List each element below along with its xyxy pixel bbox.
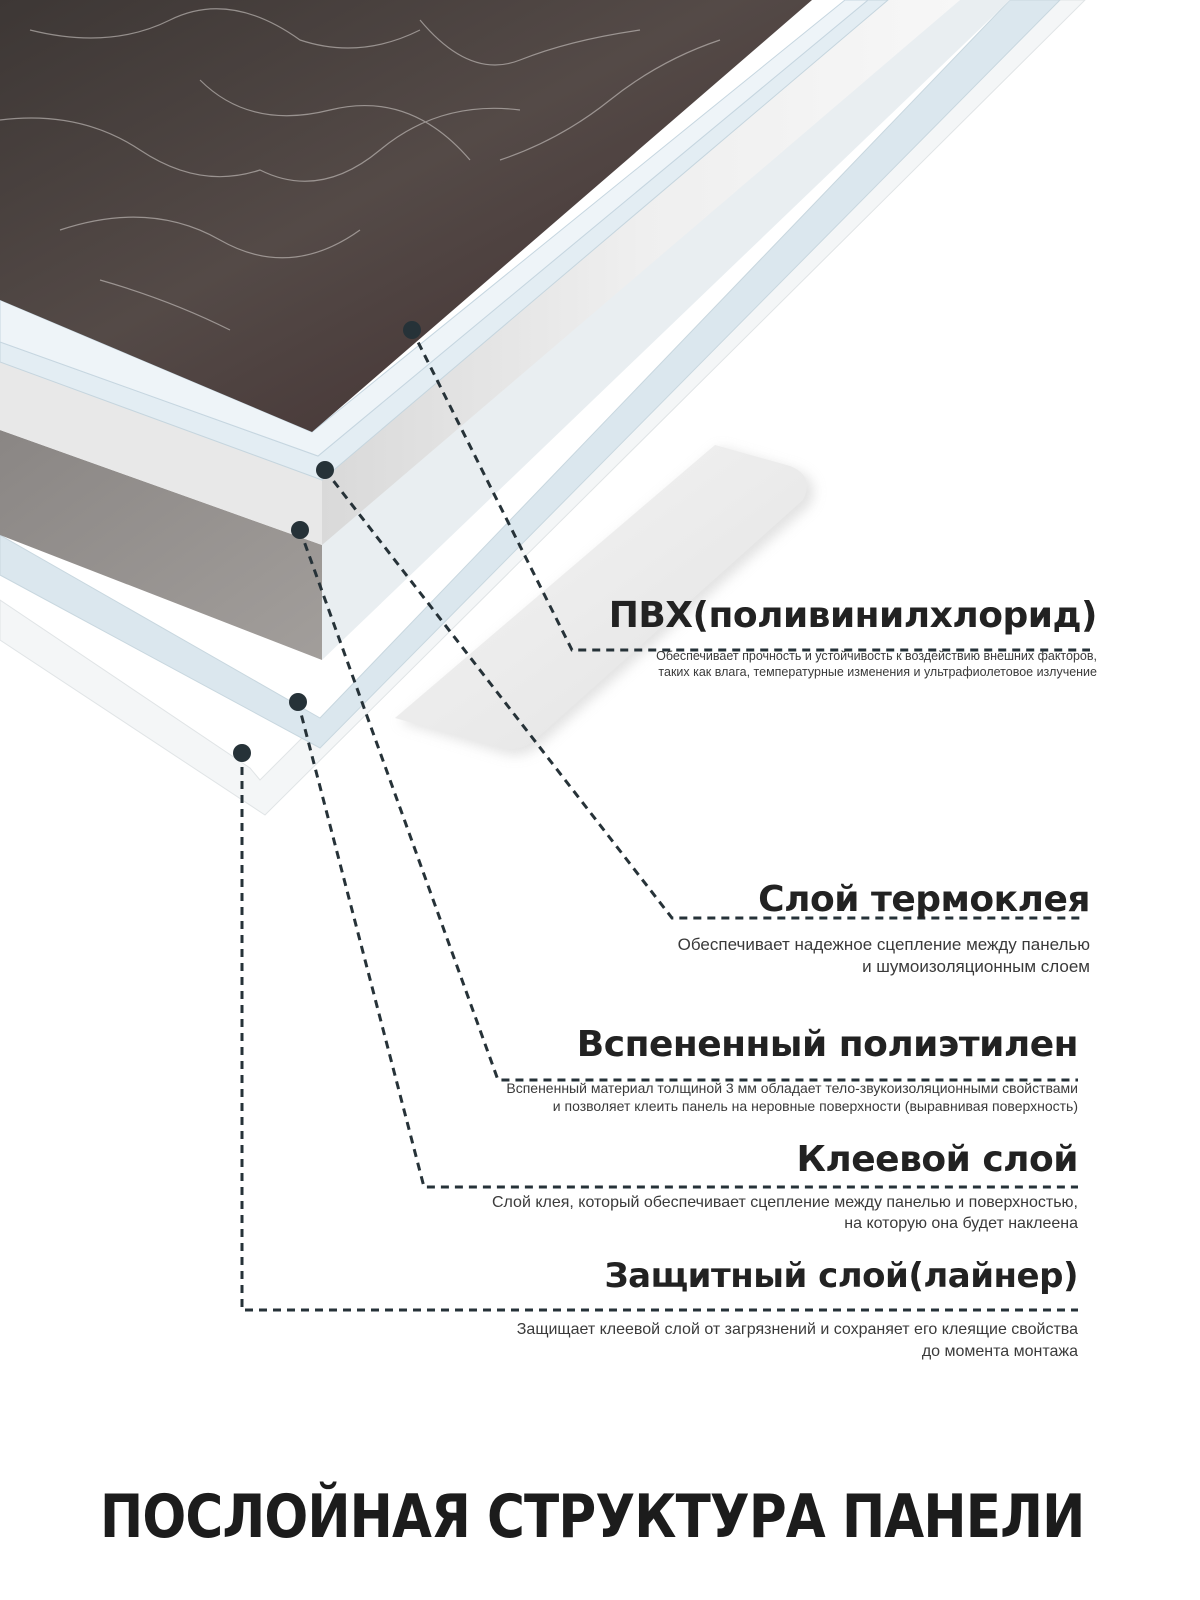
marble-veins	[0, 8, 721, 331]
leader-foam	[298, 529, 1078, 1082]
layer-desc-line: Слой клея, который обеспечивает сцеплени…	[491, 1193, 1078, 1211]
leader-lines	[240, 329, 1090, 1312]
marker-dots	[233, 321, 421, 762]
layer-desc-pvc: Обеспечивает прочность и устойчивость к …	[609, 648, 1097, 681]
leader-hotmelt	[323, 469, 1085, 920]
layer-desc-foam: Вспененный материал толщиной 3 мм облада…	[506, 1079, 1078, 1116]
leader-liner	[240, 753, 1078, 1312]
marker-dot-glue	[289, 693, 307, 711]
layer-desc-line: на которую она будет наклеена	[844, 1214, 1078, 1232]
marker-dot-liner	[233, 744, 251, 762]
layer-label-foam: Вспененный полиэтилен Вспененный материа…	[506, 1025, 1078, 1116]
page-title: ПОСЛОЙНАЯ СТРУКТУРА ПАНЕЛИ	[100, 1482, 1085, 1552]
layer-label-glue: Клеевой слой Слой клея, который обеспечи…	[492, 1139, 1079, 1234]
layer-desc-line: и позволяет клеить панель на неровные по…	[552, 1098, 1078, 1115]
marble-surface	[0, 0, 812, 432]
layer-desc-hotmelt: Обеспечивает надежное сцепление между па…	[678, 934, 1090, 979]
layer-title-foam: Вспененный полиэтилен	[576, 1024, 1079, 1065]
layer-title-liner: Защитный слой(лайнер)	[604, 1256, 1079, 1296]
foam-layer	[0, 362, 322, 545]
layer-desc-liner: Защищает клеевой слой от загрязнений и с…	[517, 1319, 1078, 1361]
glue-layer	[0, 0, 1061, 749]
marker-dot-pvc	[403, 321, 421, 339]
layer-label-liner: Защитный слой(лайнер) Защищает клеевой с…	[517, 1256, 1079, 1362]
layer-desc-line: и шумоизоляционным слоем	[862, 957, 1090, 977]
leader-pvc	[410, 329, 1090, 652]
layer-desc-line: таких как влага, температурные изменения…	[658, 665, 1097, 680]
layer-desc-line: Вспененный материал толщиной 3 мм облада…	[506, 1079, 1078, 1096]
layer-title-glue: Клеевой слой	[796, 1139, 1078, 1180]
gray-block	[0, 430, 322, 660]
layer-desc-line: Защищает клеевой слой от загрязнений и с…	[516, 1321, 1078, 1339]
layer-desc-line: Обеспечивает прочность и устойчивость к …	[656, 648, 1097, 663]
marker-dot-foam	[291, 521, 309, 539]
layer-label-pvc: ПВХ(поливинилхлорид) Обеспечивает прочно…	[608, 595, 1098, 681]
layer-desc-line: Обеспечивает надежное сцепление между па…	[677, 934, 1090, 954]
layer-desc-glue: Слой клея, который обеспечивает сцеплени…	[492, 1192, 1078, 1234]
liner-tab	[395, 445, 814, 755]
marker-dot-hotmelt	[316, 461, 334, 479]
layer-title-pvc: ПВХ(поливинилхлорид)	[608, 595, 1098, 636]
layer-title-hotmelt: Слой термоклея	[758, 879, 1090, 920]
layer-desc-line: до момента монтажа	[921, 1342, 1078, 1360]
layer-label-hotmelt: Слой термоклея Обеспечивает надежное сце…	[678, 879, 1091, 979]
